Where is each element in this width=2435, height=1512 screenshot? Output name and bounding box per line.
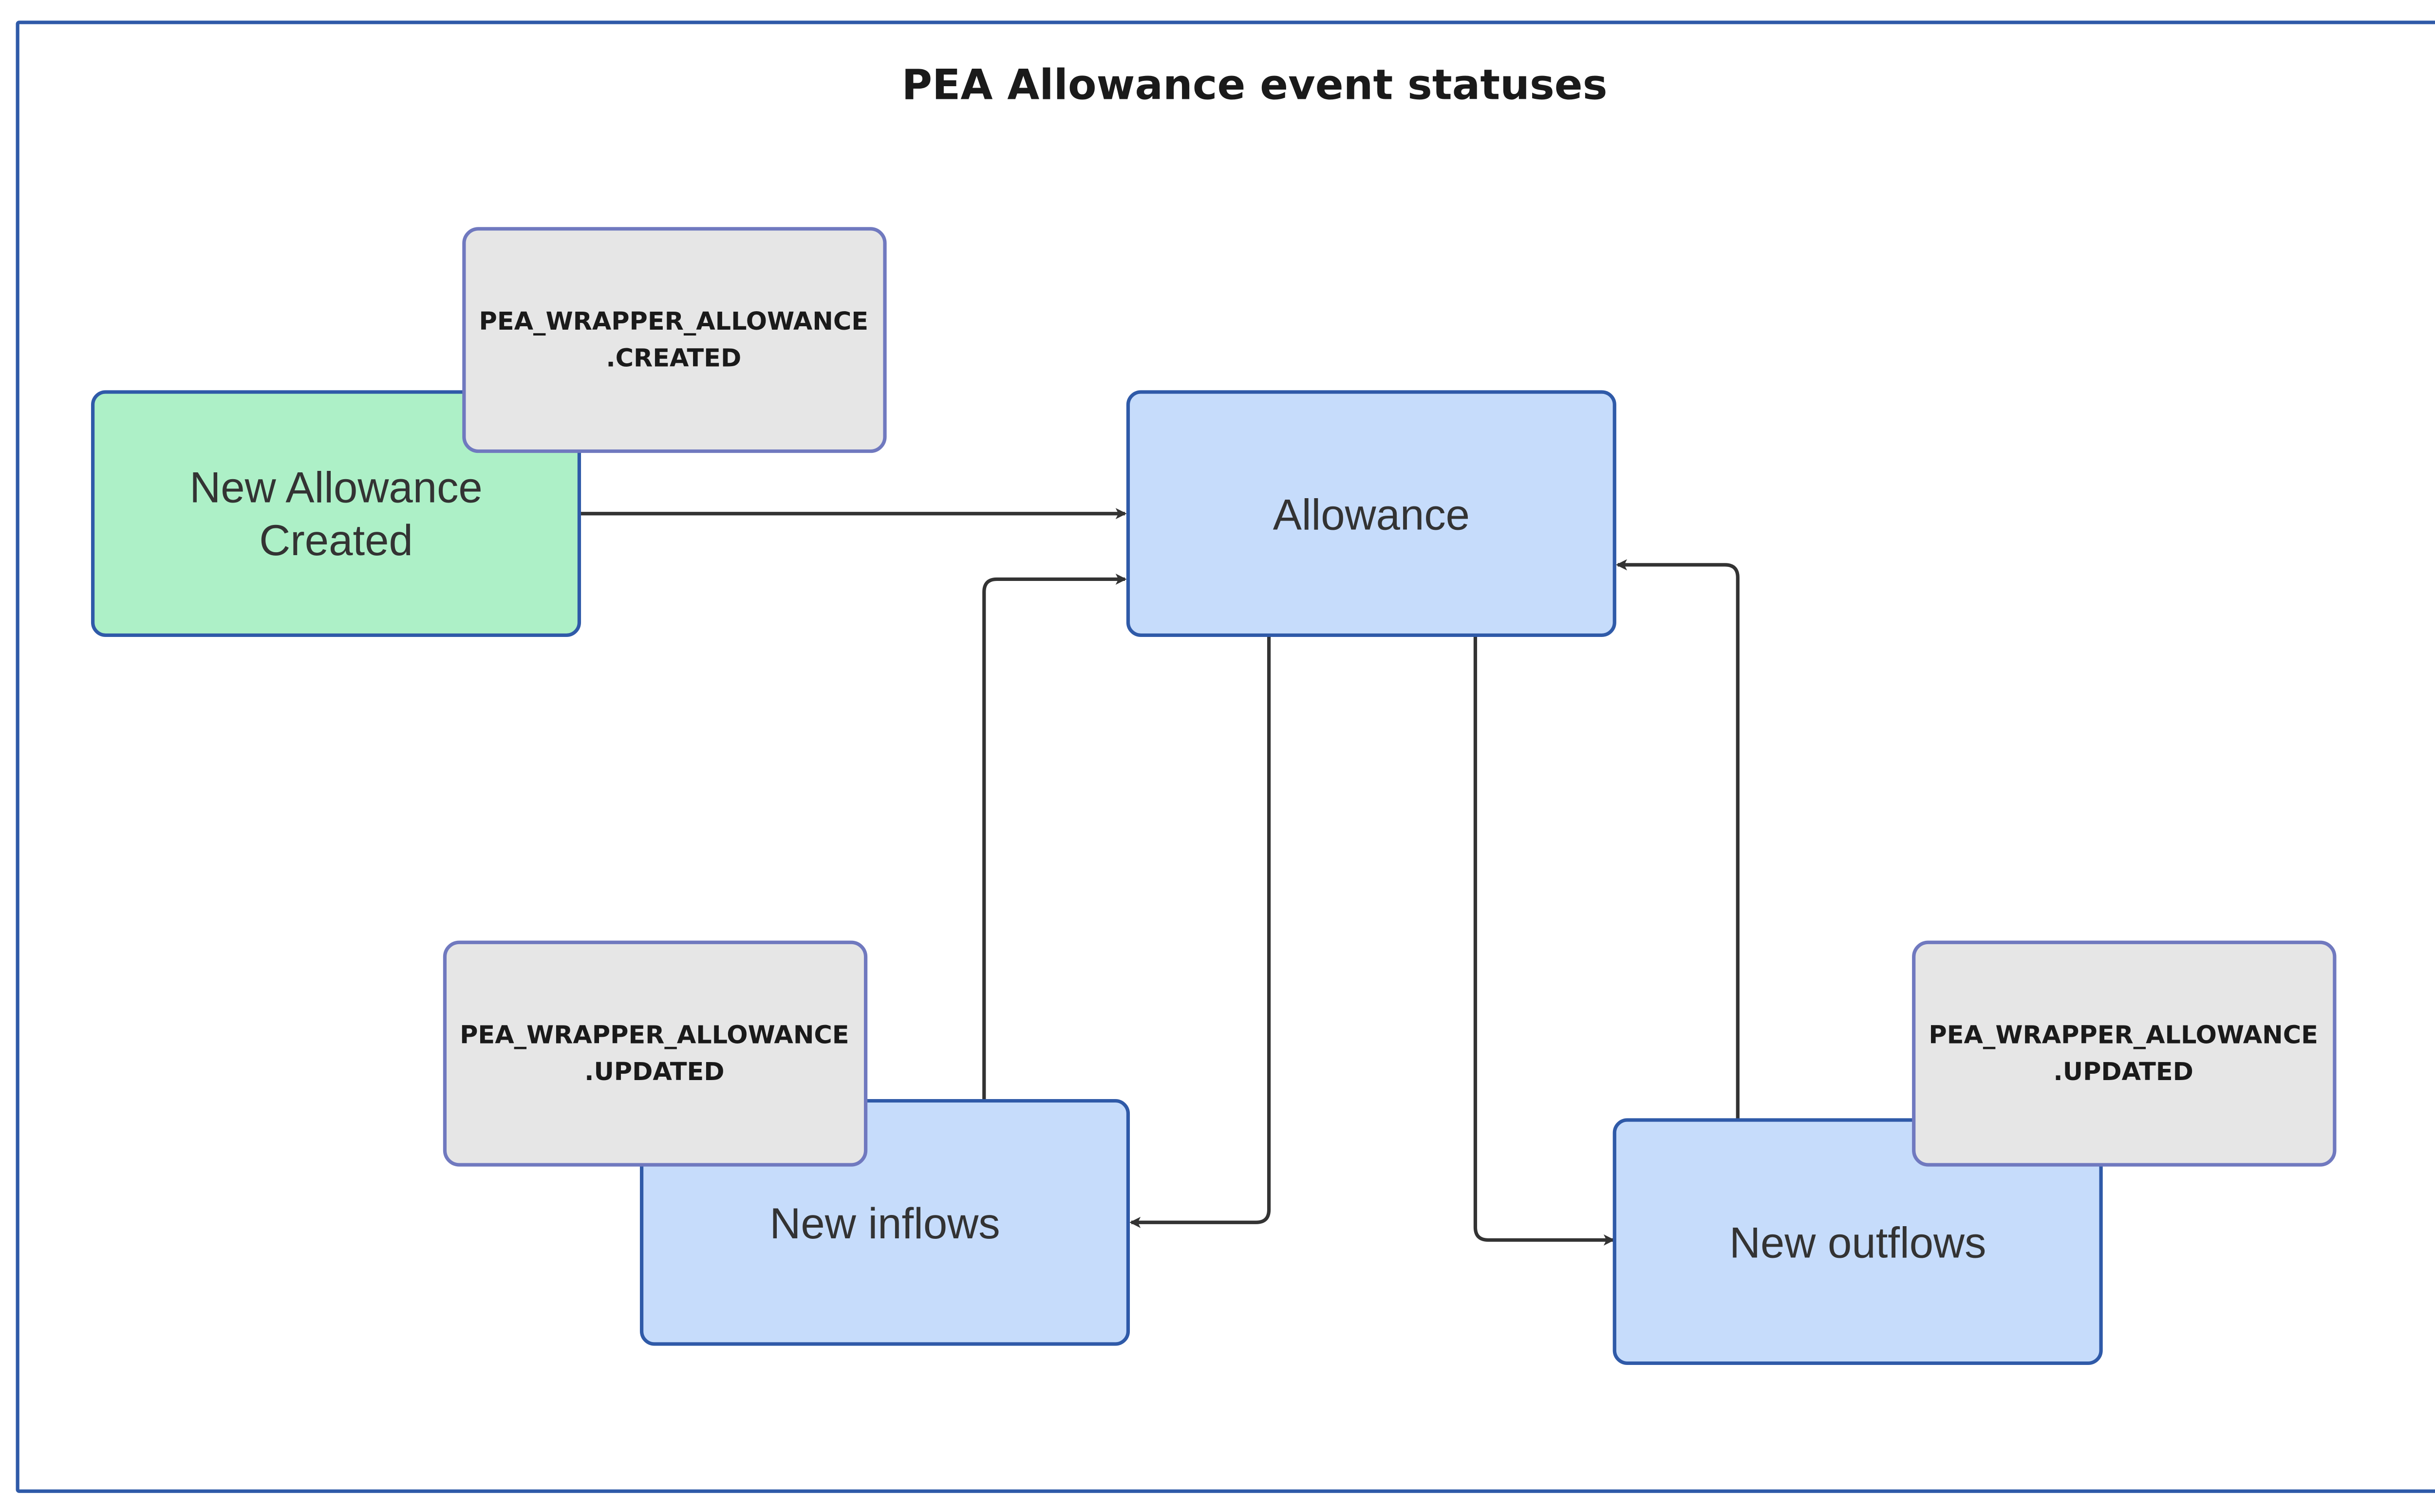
event-label-line1: PEA_WRAPPER_ALLOWANCE: [460, 1021, 849, 1049]
node-box: [1612, 1118, 2103, 1365]
event-label-line1: PEA_WRAPPER_ALLOWANCE: [1929, 1021, 2318, 1049]
event-label-line2: .UPDATED: [584, 1058, 724, 1086]
edges: [579, 508, 1740, 1246]
edge-outflows-to-allowance: [1616, 559, 1740, 1120]
node-new-allowance-created[interactable]: New Allowance Created: [91, 390, 581, 637]
node-box: [1126, 390, 1616, 637]
event-box: [1912, 940, 2337, 1167]
edge-allowance-to-inflows: [1129, 635, 1271, 1228]
node-label: New inflows: [769, 1199, 1000, 1248]
diagram-title: PEA Allowance event statuses: [901, 61, 1607, 110]
event-label-line2: .CREATED: [606, 344, 741, 373]
event-box: [443, 940, 868, 1167]
event-label-line1: PEA_WRAPPER_ALLOWANCE: [479, 307, 868, 336]
node-label: New outflows: [1729, 1219, 1986, 1267]
node-label: Allowance: [1273, 491, 1470, 539]
event-card-created[interactable]: PEA_WRAPPER_ALLOWANCE .CREATED: [462, 227, 887, 453]
event-card-outflows-updated[interactable]: PEA_WRAPPER_ALLOWANCE .UPDATED: [1912, 940, 2337, 1167]
node-label-line2: Created: [259, 516, 413, 564]
edge-allowance-to-outflows: [1473, 635, 1615, 1246]
event-box: [462, 227, 887, 453]
node-box: [91, 390, 581, 637]
event-label-line2: .UPDATED: [2053, 1058, 2193, 1086]
node-allowance[interactable]: Allowance: [1126, 390, 1616, 637]
node-new-outflows[interactable]: New outflows: [1612, 1118, 2103, 1365]
node-label-line1: New Allowance: [189, 464, 483, 512]
event-card-inflows-updated[interactable]: PEA_WRAPPER_ALLOWANCE .UPDATED: [443, 940, 868, 1167]
edge-inflows-to-allowance: [982, 573, 1127, 1101]
